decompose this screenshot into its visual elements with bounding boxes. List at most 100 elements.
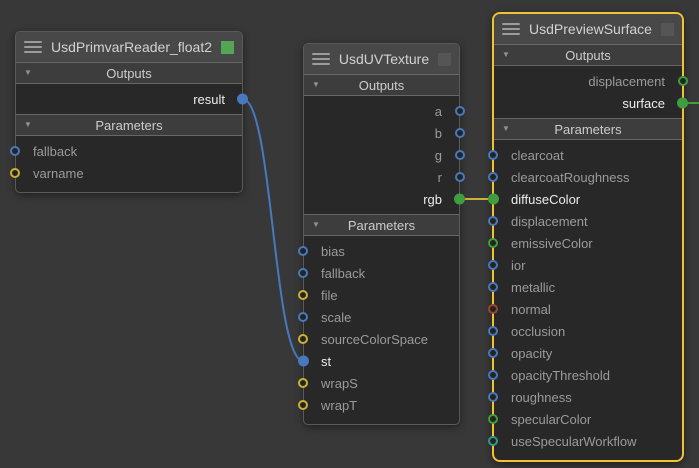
collapse-triangle-icon[interactable]: ▼ — [24, 68, 32, 77]
port-rgb[interactable] — [454, 193, 465, 205]
port-label: roughness — [511, 389, 572, 405]
node-title: UsdUVTexture — [338, 51, 430, 67]
port-label: rgb — [423, 191, 442, 207]
port-row: g — [304, 144, 465, 166]
port-displacement[interactable] — [488, 216, 498, 226]
port-displacement[interactable] — [678, 76, 688, 86]
port-row: scale — [298, 306, 459, 328]
section-header-params[interactable]: ▼ Parameters — [304, 214, 459, 236]
node-header[interactable]: UsdPreviewSurface — [494, 14, 682, 44]
node-header[interactable]: UsdUVTexture — [304, 44, 459, 74]
port-clearcoatRoughness[interactable] — [488, 172, 498, 182]
port-row: diffuseColor — [488, 188, 682, 210]
port-g[interactable] — [455, 150, 465, 160]
port-row: clearcoatRoughness — [488, 166, 682, 188]
port-ior[interactable] — [488, 260, 498, 270]
port-st[interactable] — [298, 355, 309, 367]
port-label: displacement — [588, 73, 665, 89]
collapse-triangle-icon[interactable]: ▼ — [502, 124, 510, 133]
section-header-outputs[interactable]: ▼Outputs — [16, 62, 242, 84]
port-label: ior — [511, 257, 526, 273]
port-label: r — [437, 169, 442, 185]
collapse-triangle-icon[interactable]: ▼ — [24, 120, 32, 129]
port-row: st — [298, 350, 459, 372]
collapse-triangle-icon[interactable]: ▼ — [312, 80, 320, 89]
port-label: result — [193, 91, 225, 107]
port-clearcoat[interactable] — [488, 150, 498, 160]
port-file[interactable] — [298, 290, 308, 300]
port-group-outputs: result — [16, 84, 248, 114]
port-label: a — [434, 103, 442, 119]
port-label: b — [434, 125, 442, 141]
port-normal[interactable] — [488, 304, 498, 314]
port-surface[interactable] — [677, 97, 688, 109]
port-wrapT[interactable] — [298, 400, 308, 410]
section-label: Parameters — [347, 217, 416, 233]
wire[interactable] — [241, 98, 305, 362]
port-label: g — [434, 147, 442, 163]
port-opacityThreshold[interactable] — [488, 370, 498, 380]
port-wrapS[interactable] — [298, 378, 308, 388]
port-diffuseColor[interactable] — [488, 193, 499, 205]
port-label: varname — [33, 165, 84, 181]
section-header-outputs[interactable]: ▼ Outputs — [494, 44, 682, 66]
port-label: opacityThreshold — [511, 367, 610, 383]
section-label: Parameters — [554, 121, 622, 137]
port-emissiveColor[interactable] — [488, 238, 498, 248]
node-header[interactable]: UsdPrimvarReader_float2 — [16, 32, 242, 62]
port-label: occlusion — [511, 323, 566, 339]
port-label: clearcoat — [511, 147, 564, 163]
port-metallic[interactable] — [488, 282, 498, 292]
port-varname[interactable] — [10, 168, 20, 178]
port-row: result — [16, 88, 248, 110]
port-row: opacityThreshold — [488, 364, 682, 386]
port-label: fallback — [33, 143, 78, 159]
section-header-params[interactable]: ▼Parameters — [16, 114, 242, 136]
collapse-triangle-icon[interactable]: ▼ — [502, 50, 510, 59]
port-occlusion[interactable] — [488, 326, 498, 336]
port-fallback[interactable] — [10, 146, 20, 156]
port-row: normal — [488, 298, 682, 320]
section-header-outputs[interactable]: ▼Outputs — [304, 74, 459, 96]
port-specularColor[interactable] — [488, 414, 498, 424]
port-label: clearcoatRoughness — [511, 169, 630, 185]
port-a[interactable] — [455, 106, 465, 116]
port-row: occlusion — [488, 320, 682, 342]
port-useSpecularWorkflow[interactable] — [488, 436, 498, 446]
port-row: a — [304, 100, 465, 122]
port-fallback[interactable] — [298, 268, 308, 278]
port-opacity[interactable] — [488, 348, 498, 358]
port-sourceColorSpace[interactable] — [298, 334, 308, 344]
port-row: file — [298, 284, 459, 306]
port-result[interactable] — [237, 93, 248, 105]
port-label: diffuseColor — [511, 191, 581, 207]
port-label: file — [321, 287, 338, 303]
section-label: Outputs — [565, 47, 611, 63]
port-scale[interactable] — [298, 312, 308, 322]
port-label: specularColor — [511, 411, 592, 427]
port-label: wrapT — [321, 397, 358, 413]
menu-icon — [312, 53, 330, 65]
section-header-params[interactable]: ▼ Parameters — [494, 118, 682, 140]
port-label: displacement — [511, 213, 588, 229]
port-label: metallic — [511, 279, 556, 295]
port-roughness[interactable] — [488, 392, 498, 402]
port-row: metallic — [488, 276, 682, 298]
port-b[interactable] — [455, 128, 465, 138]
port-row: ior — [488, 254, 682, 276]
port-row: specularColor — [488, 408, 682, 430]
port-bias[interactable] — [298, 246, 308, 256]
port-label: fallback — [321, 265, 366, 281]
port-label: emissiveColor — [511, 235, 593, 251]
node-primvar_reader[interactable]: UsdPrimvarReader_float2▼Outputs result ▼Pa… — [10, 31, 248, 193]
collapse-triangle-icon[interactable]: ▼ — [312, 220, 320, 229]
port-r[interactable] — [455, 172, 465, 182]
port-row: opacity — [488, 342, 682, 364]
port-row: wrapT — [298, 394, 459, 416]
port-row: clearcoat — [488, 144, 682, 166]
port-group-params: fallback varname — [10, 136, 242, 192]
